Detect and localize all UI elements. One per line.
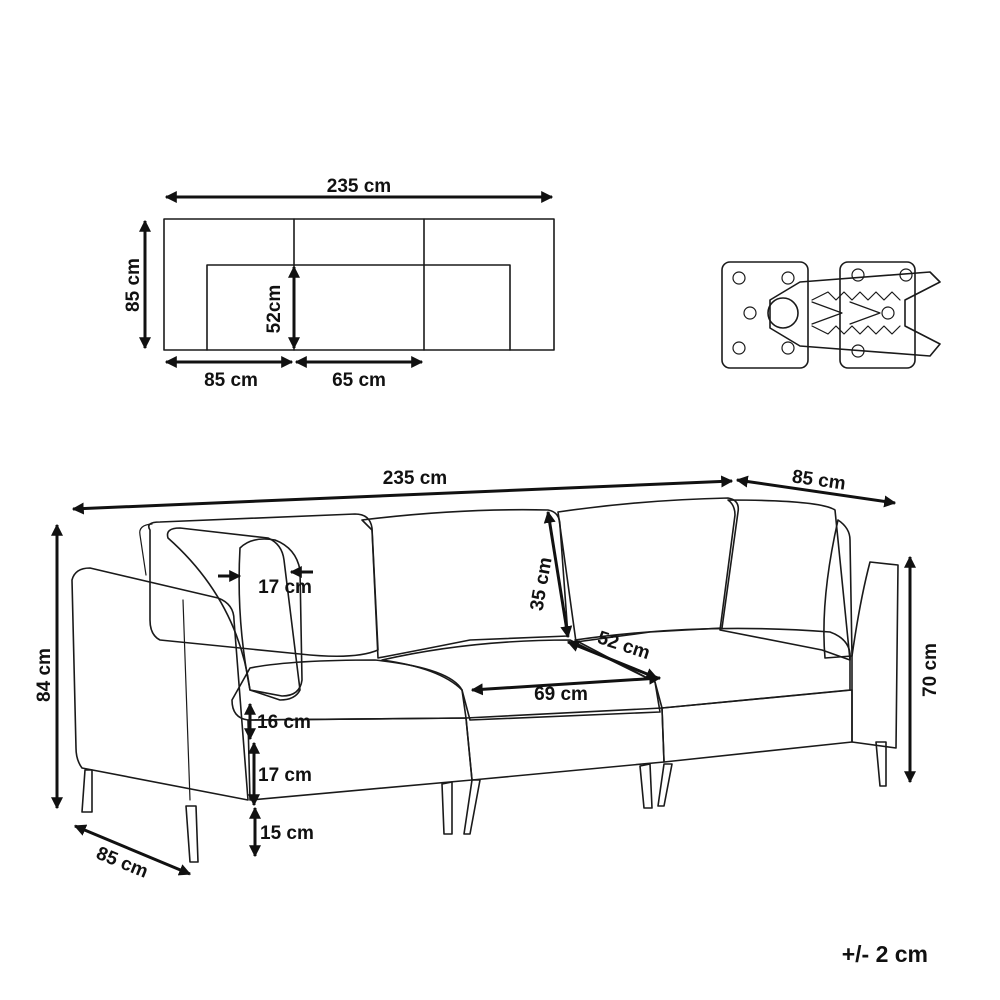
right-armrest-side xyxy=(851,561,899,749)
cushion-height-label: 16 cm xyxy=(257,712,311,733)
top-width-label: 235 cm xyxy=(327,176,391,197)
top-module-width-label: 85 cm xyxy=(204,370,258,391)
seat-width-arrow xyxy=(470,672,662,696)
left-arm-block xyxy=(71,567,249,801)
tolerance-note: +/- 2 cm xyxy=(842,941,928,967)
leg-back-right xyxy=(875,741,887,787)
base-front-right xyxy=(661,689,853,763)
clip-teeth-top xyxy=(811,291,901,301)
arm-height-label: 70 cm xyxy=(920,643,941,697)
backrest-height-label: 35 cm xyxy=(527,556,557,613)
top-inner-width-label: 65 cm xyxy=(332,370,386,391)
clip-tongue xyxy=(769,271,941,357)
leg-front-corner xyxy=(185,805,199,863)
back-cushion-right xyxy=(557,497,740,643)
front-width-arrow xyxy=(71,475,734,515)
leg-middle-1 xyxy=(441,781,453,835)
top-view-outline xyxy=(163,218,555,351)
front-depth-right-arrow xyxy=(735,475,897,508)
right-armrest-pillow xyxy=(823,519,853,659)
top-depth-label: 85 cm xyxy=(123,258,144,312)
leg-height-label: 15 cm xyxy=(260,823,314,844)
backrest-height-arrow xyxy=(543,510,573,639)
clip-second-plate xyxy=(839,261,916,369)
clip-base-plate xyxy=(721,261,809,369)
seat-cushion-right xyxy=(574,627,851,709)
leg-middle-2 xyxy=(463,779,481,835)
left-arm-cushion xyxy=(238,538,303,697)
connector-clip-drawing xyxy=(721,261,941,369)
seat-cushion-left xyxy=(231,659,467,721)
front-width-label: 235 cm xyxy=(383,468,447,489)
top-seat-depth-label: 52cm xyxy=(264,285,285,334)
leg-front-left xyxy=(81,769,93,813)
clip-teeth-bottom xyxy=(811,325,901,335)
sofa-perspective-drawing xyxy=(71,497,899,863)
top-view-plan xyxy=(163,218,555,351)
base-height-label: 17 cm xyxy=(258,765,312,786)
left-arm-pillow xyxy=(166,527,301,701)
leg-middle-3 xyxy=(639,763,653,809)
front-depth-left-label: 85 cm xyxy=(93,843,151,883)
leg-middle-4 xyxy=(657,763,673,807)
armrest-width-label: 17 cm xyxy=(258,577,312,598)
seat-cushion-middle xyxy=(381,639,661,721)
seat-width-label: 69 cm xyxy=(534,684,588,705)
seat-depth-arrow xyxy=(566,640,659,680)
front-height-label: 84 cm xyxy=(34,648,55,702)
front-depth-left-arrow xyxy=(73,824,192,876)
clip-pivot xyxy=(767,297,799,329)
right-armrest-inner xyxy=(719,499,851,661)
top-view-seat-outline xyxy=(206,264,511,351)
